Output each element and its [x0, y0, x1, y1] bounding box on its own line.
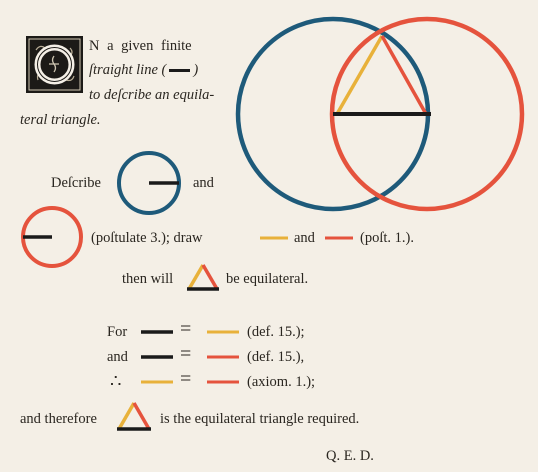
proof-line2-equals: =	[180, 343, 192, 365]
blue-circle-symbol	[117, 151, 181, 215]
proof-line3-red	[207, 380, 239, 384]
and-label-1: and	[193, 175, 214, 191]
then-will-label: then will	[122, 271, 174, 287]
triangle-red-side	[380, 35, 428, 115]
given-line-black	[169, 69, 191, 73]
proposition-line-3: to deſcribe an equila-	[89, 87, 215, 103]
proof-line3-yellow	[141, 380, 173, 384]
initial-letter-o	[26, 36, 83, 93]
red-line-symbol	[325, 236, 353, 240]
be-equilateral-label: be equilateral.	[226, 271, 309, 287]
describe-label: Deſcribe	[51, 175, 101, 191]
proof-line2-ref: (def. 15.),	[247, 349, 305, 365]
proof-and-label: and	[107, 349, 128, 365]
postulate-text: (poſtulate 3.); draw	[91, 230, 203, 246]
proof-line1-equals: =	[180, 318, 192, 340]
proof-line1-ref: (def. 15.);	[247, 324, 305, 340]
triangle-symbol-2	[117, 402, 151, 431]
proof-for-label: For	[107, 324, 128, 340]
therefore-symbol: ∴	[110, 371, 122, 391]
proof-line1-yellow	[207, 330, 239, 334]
proposition-line-2: ſtraight line ()	[89, 62, 199, 78]
proposition-line-1: N a given finite	[89, 38, 192, 54]
red-circle-symbol	[21, 206, 83, 268]
and-label-2: and	[294, 230, 315, 246]
proof-line1-black	[141, 330, 173, 334]
post-ref: (poſt. 1.).	[360, 230, 414, 246]
equilateral-required-text: is the equilateral triangle required.	[160, 411, 360, 427]
proposition-line-4: teral triangle.	[20, 112, 101, 128]
and-therefore-label: and therefore	[20, 411, 97, 427]
proof-line3-equals: =	[180, 368, 192, 390]
triangle-yellow-side	[335, 35, 384, 115]
proof-line3-ref: (axiom. 1.);	[247, 374, 316, 390]
red-circle	[329, 16, 525, 212]
proof-line2-black	[141, 355, 173, 359]
triangle-symbol-1	[187, 264, 219, 291]
qed-label: Q. E. D.	[326, 448, 374, 464]
yellow-line-symbol	[260, 236, 288, 240]
proof-line2-red	[207, 355, 239, 359]
